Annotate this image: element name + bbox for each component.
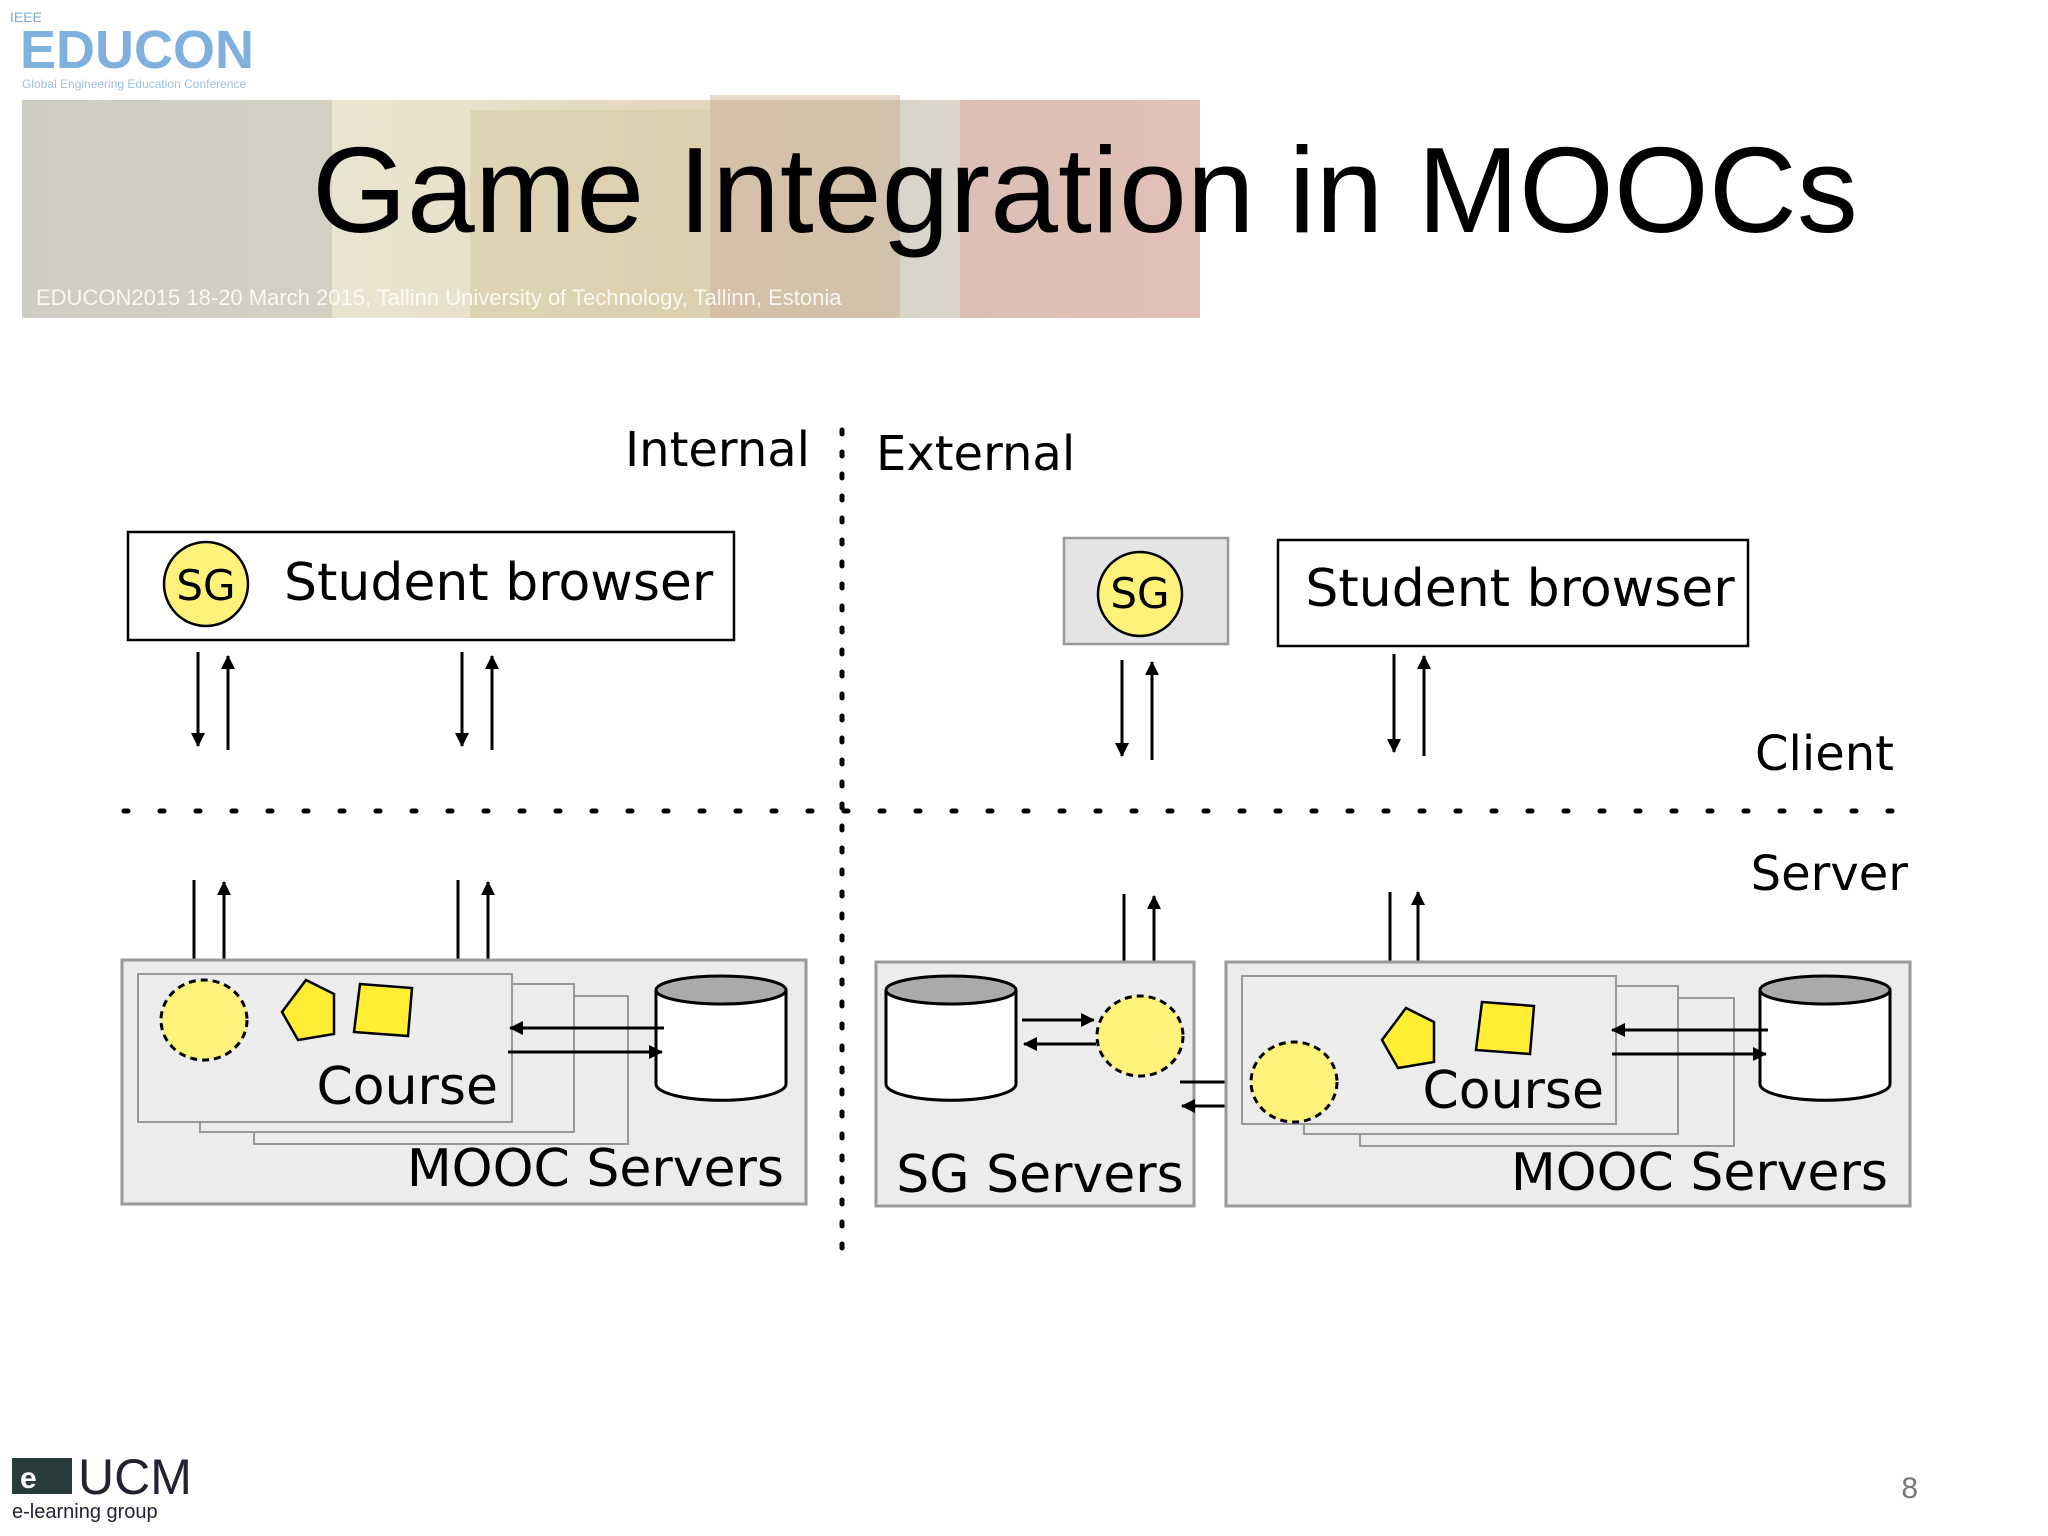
- external-mooc-servers: Course MOOC Servers: [1224, 960, 1912, 1208]
- external-sg-client: SG: [1062, 536, 1230, 646]
- internal-course-label: Course: [316, 1057, 498, 1117]
- internal-label: Internal: [625, 422, 810, 478]
- external-game-circle: [1249, 1040, 1339, 1124]
- banner-event-line: EDUCON2015 18-20 March 2015, Tallinn Uni…: [36, 285, 842, 310]
- sg-servers-label: SG Servers: [896, 1145, 1183, 1205]
- internal-client-arrows: [191, 652, 499, 750]
- external-label: External: [876, 426, 1075, 482]
- external-sg-servers: SG Servers: [874, 960, 1196, 1208]
- external-client-arrows: [1115, 654, 1431, 760]
- internal-db-arrows: [508, 1021, 664, 1059]
- internal-game-circle: [159, 978, 249, 1062]
- internal-browser-label: Student browser: [284, 553, 714, 613]
- ucm-logo: e UCM e-learning group: [12, 1449, 192, 1523]
- internal-database-icon: [654, 974, 788, 1102]
- svg-text:e: e: [20, 1462, 37, 1495]
- ucm-logo-subtext: e-learning group: [12, 1501, 158, 1523]
- e-learning-logo-mark: [12, 1458, 72, 1494]
- client-label: Client: [1755, 726, 1894, 782]
- internal-sg-badge: SG: [176, 561, 235, 610]
- server-label: Server: [1751, 846, 1909, 902]
- external-student-browser: Student browser: [1276, 538, 1750, 648]
- sg-db-arrows: [1022, 1013, 1096, 1051]
- internal-square-shape: [352, 982, 414, 1038]
- external-pentagon-shape: [1380, 1006, 1436, 1070]
- external-db-arrows: [1611, 1023, 1768, 1061]
- sg-badge-circle: [1096, 550, 1184, 638]
- educon-logo-text: EDUCON: [20, 20, 254, 80]
- internal-pentagon-shape: [280, 978, 336, 1042]
- external-database-icon: [1758, 974, 1892, 1102]
- conference-banner: IEEE EDUCON Global Engineering Education…: [10, 9, 1200, 318]
- external-mooc-servers-label: MOOC Servers: [1511, 1143, 1888, 1203]
- internal-mooc-servers-label: MOOC Servers: [407, 1139, 784, 1199]
- educon-subtitle: Global Engineering Education Conference: [22, 77, 246, 91]
- ucm-logo-text: UCM: [78, 1449, 192, 1505]
- external-course-label: Course: [1422, 1061, 1604, 1121]
- sg-database-icon: [884, 974, 1018, 1102]
- page-number: 8: [1901, 1472, 1918, 1505]
- external-browser-label: Student browser: [1305, 559, 1735, 619]
- slide-title: Game Integration in MOOCs: [312, 122, 1858, 258]
- sg-server-game-circle: [1095, 994, 1185, 1078]
- ieee-logo-text: IEEE: [10, 9, 42, 25]
- internal-mooc-servers: Course MOOC Servers: [120, 958, 808, 1206]
- external-square-shape: [1474, 1000, 1536, 1056]
- external-sg-badge: SG: [1110, 569, 1169, 618]
- internal-student-browser: SG Student browser: [126, 530, 736, 642]
- sg-badge-circle: [162, 540, 250, 628]
